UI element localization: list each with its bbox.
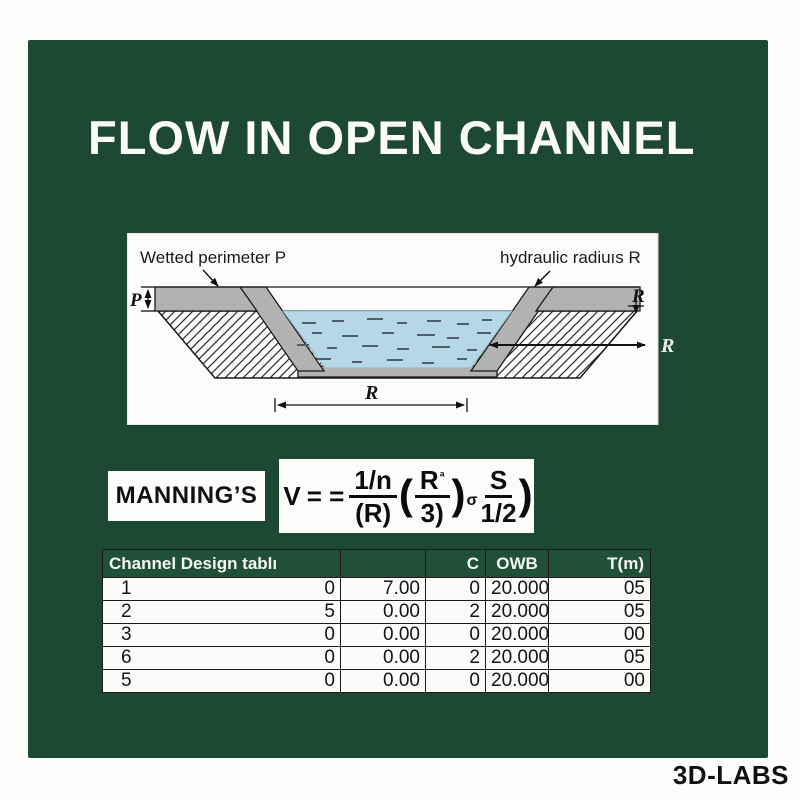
row-value-1: 0 — [324, 624, 335, 646]
cell-c5: 00 — [548, 669, 651, 693]
cell-c2: 0.00 — [340, 669, 426, 693]
row-value-1: 0 — [324, 578, 335, 600]
cell-c4: 20.000 — [485, 577, 549, 601]
row-value-1: 0 — [324, 647, 335, 669]
frac2-superscript: ª — [439, 469, 445, 484]
cell-c2: 0.00 — [340, 623, 426, 647]
cell-c5: 05 — [548, 600, 651, 624]
cell-c5: 00 — [548, 623, 651, 647]
dim-r-bottom-label: R — [364, 382, 378, 404]
cell-c4: 20.000 — [485, 646, 549, 670]
cell-c3: 2 — [425, 646, 486, 670]
formula-tail-paren: ) — [518, 471, 533, 518]
cell-c4: 20.000 — [485, 600, 549, 624]
left-leader-line — [202, 269, 219, 287]
row-number: 1 — [121, 578, 132, 600]
header-empty — [340, 549, 426, 578]
frac3-denominator: 1/2 — [480, 498, 517, 528]
hydraulic-radius-label: hydraulic radiuıs R — [500, 248, 641, 267]
right-leader-line — [534, 270, 551, 287]
frac3-numerator: S — [484, 466, 513, 498]
cell-c2: 7.00 — [340, 577, 426, 601]
formula-frac1: 1/n (R) — [349, 466, 397, 526]
header-owb: OWB — [485, 549, 549, 578]
header-channel-design: Channel Design tablı — [102, 549, 341, 578]
formula-frac2: Rª 3) — [414, 466, 450, 528]
cell-c3: 0 — [425, 623, 486, 647]
dim-p-label: P — [129, 290, 142, 311]
row-number: 2 — [121, 601, 132, 623]
row-number: 3 — [121, 624, 132, 646]
right-bank-top — [534, 286, 641, 312]
frac1-denominator: (R) — [355, 498, 392, 528]
formula-frac3: S 1/2 — [480, 466, 516, 526]
left-bank-top — [154, 286, 259, 312]
header-c: C — [425, 549, 486, 578]
water-body — [282, 310, 513, 369]
water-ripples — [297, 318, 492, 364]
formula-equals: = = — [306, 481, 345, 511]
cell-c2: 0.00 — [340, 646, 426, 670]
mannings-label-box: MANNING’S — [108, 471, 265, 521]
formula-open-paren: ( — [398, 471, 413, 518]
page-title: FLOW IN OPEN CHANNEL — [88, 111, 696, 164]
mannings-label: MANNING’S — [115, 482, 258, 509]
frac2-numerator: Rª — [414, 466, 450, 498]
formula-box: V = = 1/n (R) ( Rª 3) ) σ S 1/2 ) — [279, 459, 534, 533]
cell-c4: 20.000 — [485, 669, 549, 693]
header-tm: T(m) — [548, 549, 651, 578]
cell-c5: 05 — [548, 646, 651, 670]
frac2-denominator: 3) — [420, 498, 444, 528]
frac1-numerator: 1/n — [349, 466, 397, 498]
cell-c3: 2 — [425, 600, 486, 624]
mannings-formula: V = = 1/n (R) ( Rª 3) ) σ S 1/2 ) — [280, 466, 532, 526]
formula-lhs: V — [283, 481, 301, 511]
channel-diagram: Wetted perimeter P hydraulic radiuıs R P… — [126, 232, 700, 426]
row-number: 6 — [121, 647, 132, 669]
cell-c2: 0.00 — [340, 600, 426, 624]
cell-c3: 0 — [425, 577, 486, 601]
dim-r-top-label: R — [631, 286, 645, 307]
channel-cross-section-svg: Wetted perimeter P hydraulic radiuıs R P… — [126, 232, 674, 426]
cell-c5: 05 — [548, 577, 651, 601]
cell-c4: 20.000 — [485, 623, 549, 647]
row-value-1: 0 — [324, 670, 335, 692]
table-header: Channel Design tablı C OWB T(m) — [102, 549, 651, 578]
wetted-perimeter-label: Wetted perimeter P — [140, 248, 286, 267]
formula-close-paren: ) — [451, 471, 466, 518]
table-header-row: Channel Design tablı C OWB T(m) — [102, 549, 651, 578]
cell-c3: 0 — [425, 669, 486, 693]
formula-exponent: σ — [466, 492, 478, 509]
row-number: 5 — [121, 670, 132, 692]
row-value-1: 5 — [324, 601, 335, 623]
dim-r-arrow-label: R — [660, 335, 674, 357]
brand-logo: 3D-LABS — [672, 760, 789, 790]
